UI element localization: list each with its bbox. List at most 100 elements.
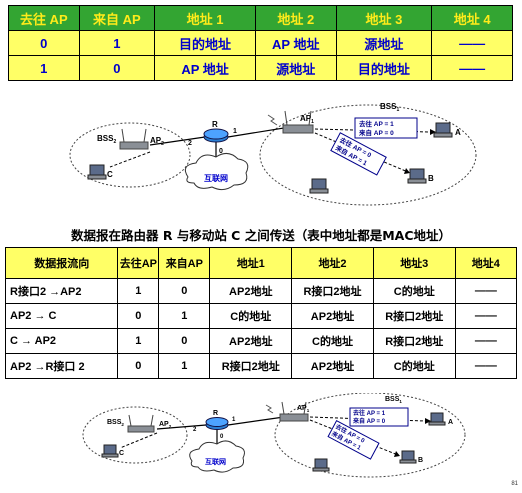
table-cell: —— <box>454 328 518 354</box>
table-cell: —— <box>431 55 513 81</box>
access-point-ap2-icon <box>127 414 155 433</box>
router-label: R <box>213 410 218 417</box>
caption: 数据报在路由器 R 与移动站 C 之间传送（表中地址都是MAC地址） <box>71 228 451 243</box>
laptop-b-icon <box>407 168 427 184</box>
address-table-top: 去往 AP 来自 AP 地址 1 地址 2 地址 3 地址 4 0 1 目的地址… <box>8 5 513 81</box>
svg-text:去往 AP = 1: 去往 AP = 1 <box>359 119 394 128</box>
table-cell: 0 <box>158 278 211 304</box>
table-cell: 1 <box>117 278 160 304</box>
laptop-c-icon <box>101 444 119 458</box>
table-header-cell: 去往AP <box>117 247 160 279</box>
laptop-a-icon <box>428 412 446 426</box>
laptop-c-icon <box>87 164 107 180</box>
table-cell: 0 <box>117 353 160 379</box>
frame-info-box-2: 去往 AP = 0 来自 AP = 1 <box>330 132 387 176</box>
laptop-a-icon <box>433 122 453 138</box>
network-diagram-bottom: AP2 BSS2 R 2 1 0 互联网 AP1 BSS1 去往 AP = 1 <box>0 392 522 488</box>
bss2-label: BSS2 <box>97 134 116 145</box>
table-cell: C的地址 <box>291 328 374 354</box>
table-row: 0 1 目的地址 AP 地址 源地址 —— <box>8 30 513 56</box>
table-header-cell: 地址1 <box>209 247 293 279</box>
table-cell: R接口2 →AP2 <box>4 278 119 304</box>
table-cell: C的地址 <box>372 353 456 379</box>
table-header-cell: 地址 4 <box>431 5 513 31</box>
port-2-label: 2 <box>188 140 192 147</box>
table-cell: AP 地址 <box>154 55 256 81</box>
port-1-label: 1 <box>232 417 236 423</box>
internet-label: 互联网 <box>204 173 228 183</box>
router-label: R <box>212 120 218 129</box>
svg-text:去往 AP = 1: 去往 AP = 1 <box>353 409 386 417</box>
address-table-bottom: 数据报流向 去往AP 来自AP 地址1 地址2 地址3 地址4 R接口2 →AP… <box>4 247 518 379</box>
table-header-cell: 地址 2 <box>254 5 337 31</box>
table-cell: 1 <box>158 353 211 379</box>
table-cell: —— <box>454 353 518 379</box>
station-c-label: C <box>107 170 113 179</box>
table-cell: C的地址 <box>372 278 456 304</box>
table-cell: —— <box>431 30 513 56</box>
frame-info-box-1: 去往 AP = 1 来自 AP = 0 <box>349 407 409 427</box>
station-c-label: C <box>119 450 124 457</box>
table-header-cell: 地址2 <box>291 247 374 279</box>
table-header-cell: 地址3 <box>372 247 456 279</box>
table-cell: AP2地址 <box>291 353 374 379</box>
router-icon <box>205 417 229 430</box>
table-row: AP2 →R接口 2 0 1 R接口2地址 AP2地址 C的地址 —— <box>4 353 518 379</box>
bss1-ellipse <box>274 392 466 478</box>
table-row: C → AP2 1 0 AP2地址 C的地址 R接口2地址 —— <box>4 328 518 354</box>
table-cell: AP2 →R接口 2 <box>4 353 119 379</box>
table-cell: C的地址 <box>209 303 293 329</box>
bss1-ellipse <box>259 104 477 206</box>
table-row: AP2 → C 0 1 C的地址 AP2地址 R接口2地址 —— <box>4 303 518 329</box>
page-number: 81 <box>511 481 518 487</box>
station-a-label: A <box>448 419 453 426</box>
wireless-signal-icon <box>267 114 278 126</box>
network-diagram-top: AP2 BSS2 R 2 1 0 互联网 AP1 BSS1 <box>0 97 522 217</box>
table-row: 1 0 AP 地址 源地址 目的地址 —— <box>8 55 513 81</box>
table-cell: 0 <box>158 328 211 354</box>
bss1-label: BSS1 <box>385 396 402 404</box>
bss2-ellipse <box>82 406 188 464</box>
table-cell: R接口2地址 <box>372 328 456 354</box>
table-cell: C → AP2 <box>4 328 119 354</box>
table-header-cell: 来自 AP <box>78 5 156 31</box>
table-header-cell: 地址 1 <box>154 5 256 31</box>
station-b-label: B <box>428 174 434 183</box>
table-cell: R接口2地址 <box>291 278 374 304</box>
table-cell: 源地址 <box>335 30 433 56</box>
table-cell: 1 <box>117 328 160 354</box>
table-cell: AP2地址 <box>209 328 293 354</box>
table-header-cell: 地址4 <box>454 247 518 279</box>
bss2-ellipse <box>69 122 191 188</box>
table-cell: AP2地址 <box>291 303 374 329</box>
access-point-ap2-icon <box>119 128 149 150</box>
table-header-cell: 地址 3 <box>335 5 433 31</box>
internet-label: 互联网 <box>205 457 226 466</box>
table-cell: 1 <box>158 303 211 329</box>
table-row: R接口2 →AP2 1 0 AP2地址 R接口2地址 C的地址 —— <box>4 278 518 304</box>
table-cell: —— <box>454 278 518 304</box>
table-cell: R接口2地址 <box>372 303 456 329</box>
bss2-label: BSS2 <box>107 419 124 427</box>
table-cell: 0 <box>8 30 80 56</box>
wireless-signal-icon <box>265 404 274 414</box>
table-cell: 1 <box>8 55 80 81</box>
ap1-label: AP1 <box>297 405 310 413</box>
ap2-label: AP2 <box>150 136 164 147</box>
bss1-label: BSS1 <box>380 102 399 113</box>
table-header-cell: 来自AP <box>158 247 211 279</box>
ap2-label: AP2 <box>159 421 172 429</box>
port-1-label: 1 <box>233 128 237 135</box>
access-point-ap1-icon <box>279 401 309 422</box>
table-cell: 目的地址 <box>154 30 256 56</box>
ap1-label: AP1 <box>300 114 314 125</box>
table-cell: 1 <box>78 30 156 56</box>
svg-text:来自 AP = 0: 来自 AP = 0 <box>358 128 394 137</box>
table-cell: 目的地址 <box>335 55 433 81</box>
table-cell: R接口2地址 <box>209 353 293 379</box>
table-header-cell: 去往 AP <box>8 5 80 31</box>
table-cell: 0 <box>117 303 160 329</box>
table-cell: AP2 → C <box>4 303 119 329</box>
port-0-label: 0 <box>219 148 223 155</box>
table-cell: AP2地址 <box>209 278 293 304</box>
